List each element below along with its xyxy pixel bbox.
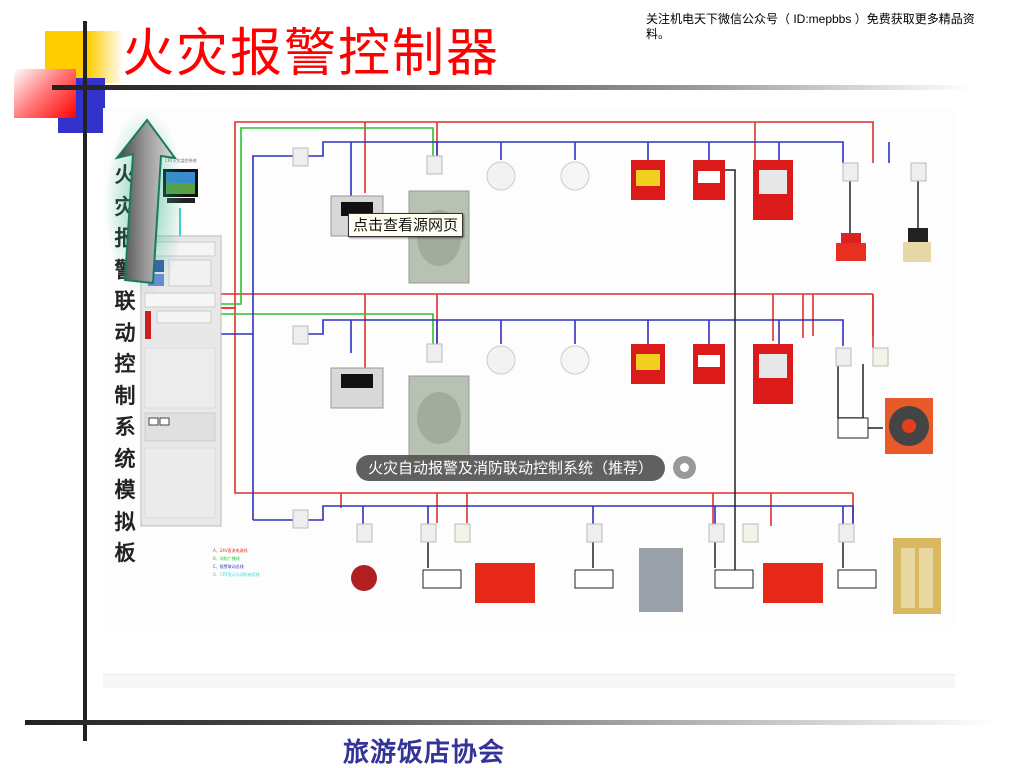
image-caption-link[interactable]: 火灾自动报警及消防联动控制系统（推荐） [356, 455, 666, 481]
row3-devices [292, 509, 941, 614]
row2-devices [292, 325, 933, 459]
legend-item-power: A、24V直流电源线 [213, 547, 248, 553]
decor-vertical-line [83, 21, 87, 741]
signal-lines [221, 141, 890, 526]
decor-title-underline [52, 85, 972, 90]
diagram-legend: A、24V直流电源线 B、消防广播线 C、报警联动总线 D、CRT显示与消防电话… [213, 547, 260, 577]
legend-item-bus: C、报警联动总线 [213, 563, 244, 569]
view-source-page-link[interactable]: 点击查看源网页 [348, 213, 464, 237]
fire-alarm-system-diagram: CRT火灾监控系统 [103, 108, 955, 626]
up-arrow-icon [105, 108, 183, 298]
slide-title: 火灾报警控制器 [122, 24, 501, 84]
image-bottom-strip [103, 674, 955, 688]
svg-text:CRT火灾监控系统: CRT火灾监控系统 [165, 157, 197, 163]
watermark-text: 关注机电天下微信公众号（ ID:mepbbs ）免费获取更多精品资料。 [646, 12, 975, 41]
row1-devices [292, 147, 931, 284]
legend-item-broadcast: B、消防广播线 [213, 555, 240, 561]
caption-target-icon[interactable] [673, 456, 696, 479]
decor-red-square [14, 69, 76, 118]
footer-organization: 旅游饭店协会 [343, 738, 506, 768]
decor-footer-line [25, 720, 995, 725]
legend-item-crt: D、CRT显示与消防电话线 [213, 571, 260, 577]
broadcast-lines [221, 127, 434, 346]
wiring-diagram: CRT火灾监控系统 [140, 121, 941, 614]
